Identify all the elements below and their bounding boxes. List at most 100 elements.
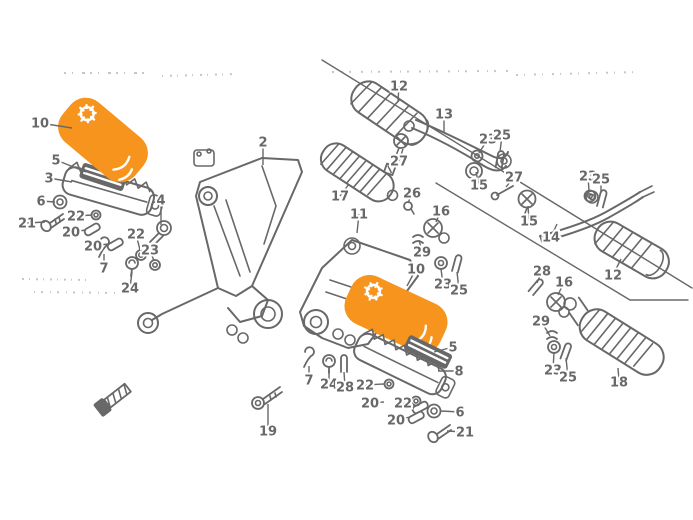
callout-leader-12-45	[612, 258, 622, 276]
callout-leader-5-1	[55, 159, 87, 173]
callout-leader-22-18	[364, 383, 385, 386]
callout-label-11-31: 11	[350, 208, 368, 223]
callout-leader-25-50	[565, 357, 569, 378]
callout-label-22-18: 22	[356, 379, 374, 394]
callout-label-10-15: 10	[407, 263, 425, 278]
callout-leader-29-34	[418, 239, 423, 253]
callout-label-29-34: 29	[413, 246, 431, 261]
callout-leader-17-30	[339, 183, 350, 197]
callout-leader-23-35	[440, 268, 444, 285]
callout-leader-29-48	[540, 320, 551, 337]
callout-label-22-5: 22	[67, 210, 85, 225]
callout-label-23-49: 23	[544, 364, 562, 379]
callout-leader-16-33	[435, 210, 442, 223]
callout-leader-20-6	[70, 229, 87, 233]
callout-label-28-46: 28	[533, 265, 551, 280]
callout-leader-25-39	[499, 134, 503, 153]
callout-label-6-22: 6	[455, 406, 464, 421]
pillion-hardware-drawing	[403, 149, 608, 362]
callout-label-12-45: 12	[604, 269, 622, 284]
callout-leader-27-40	[505, 176, 515, 188]
callout-label-16-33: 16	[432, 205, 450, 220]
left-step-cover-highlighted	[58, 97, 148, 183]
callout-label-3-2: 3	[44, 172, 53, 187]
callout-label-15-41: 15	[520, 215, 538, 230]
callout-label-23-9: 23	[141, 244, 159, 259]
callout-leader-28-26	[343, 371, 346, 388]
callout-leader-24-11	[129, 271, 133, 289]
callout-leader-11-31	[356, 213, 360, 234]
callout-label-17-30: 17	[331, 190, 349, 205]
callout-leader-28-46	[536, 270, 543, 284]
divider-lines	[321, 59, 693, 301]
callout-leader-10-0	[39, 122, 73, 129]
callout-label-13-28: 13	[435, 108, 453, 123]
callout-label-8-17: 8	[454, 365, 463, 380]
pillion-step-bar-drawing	[539, 185, 655, 243]
callout-label-25-36: 25	[450, 284, 468, 299]
callout-leader-21-23	[446, 430, 466, 433]
callout-leader-18-51	[617, 367, 620, 383]
callout-label-29-48: 29	[532, 315, 550, 330]
callout-label-22-8: 22	[127, 228, 145, 243]
callout-label-21-23: 21	[456, 426, 474, 441]
callout-leader-12-27	[397, 85, 400, 102]
callout-label-12-27: 12	[390, 80, 408, 95]
callout-leader-23-49	[552, 351, 555, 371]
callout-label-22-20: 22	[394, 397, 412, 412]
callout-label-18-51: 18	[610, 376, 628, 391]
callout-leader-26-32	[407, 192, 413, 204]
callout-leader-15-37	[475, 171, 480, 186]
callout-leader-25-36	[456, 271, 460, 291]
callout-leader-23-43	[587, 175, 590, 192]
callout-label-10-0: 10	[31, 117, 49, 132]
callout-leader-22-20	[402, 401, 412, 404]
hatched-bolt-drawing	[93, 382, 132, 417]
callout-leader-20-21	[395, 416, 411, 421]
callout-label-5-1: 5	[51, 154, 60, 169]
callout-label-25-44: 25	[592, 173, 610, 188]
callout-label-25-50: 25	[559, 371, 577, 386]
callout-leader-22-5	[75, 214, 93, 217]
callout-label-20-7: 20	[84, 240, 102, 255]
callout-label-4-12: 4	[156, 194, 165, 209]
callout-label-24-25: 24	[320, 378, 338, 393]
callout-label-7-24: 7	[304, 374, 313, 389]
callout-label-27-29: 27	[390, 155, 408, 170]
callout-leader-20-7	[92, 243, 109, 247]
callout-label-20-21: 20	[387, 414, 405, 429]
callout-leader-16-47	[557, 281, 565, 296]
callout-leader-14-42	[550, 223, 558, 238]
callout-leader-10-15	[406, 268, 417, 287]
left-step-hanger-drawing	[137, 148, 303, 344]
callout-leader-27-29	[398, 148, 404, 162]
callout-label-23-43: 23	[579, 170, 597, 185]
callout-label-20-6: 20	[62, 226, 80, 241]
right-front-step-drawing	[353, 328, 456, 399]
callout-leader-21-4	[26, 221, 46, 224]
callout-leader-20-19	[369, 401, 385, 404]
callout-label-6-3: 6	[36, 195, 45, 210]
callout-label-7-10: 7	[99, 262, 108, 277]
callout-label-23-35: 23	[434, 278, 452, 293]
callout-label-27-40: 27	[505, 171, 523, 186]
callout-leader-15-41	[527, 205, 530, 222]
callout-label-28-26: 28	[336, 381, 354, 396]
callout-leader-6-22	[440, 410, 461, 413]
callout-label-20-19: 20	[361, 397, 379, 412]
print-artifact-rows	[21, 70, 639, 294]
callout-leader-5-16	[433, 346, 454, 353]
callout-label-15-37: 15	[470, 179, 488, 194]
callout-leader-3-2	[48, 177, 73, 183]
callout-label-24-11: 24	[121, 282, 139, 297]
callout-leader-23-38	[478, 138, 489, 154]
callout-label-23-38: 23	[479, 133, 497, 148]
callout-label-14-42: 14	[542, 231, 560, 246]
right-pillion-step-drawing	[563, 296, 665, 376]
right-step-cover-highlighted	[344, 275, 448, 353]
callout-label-5-16: 5	[448, 341, 457, 356]
callout-label-19-14: 19	[259, 425, 277, 440]
